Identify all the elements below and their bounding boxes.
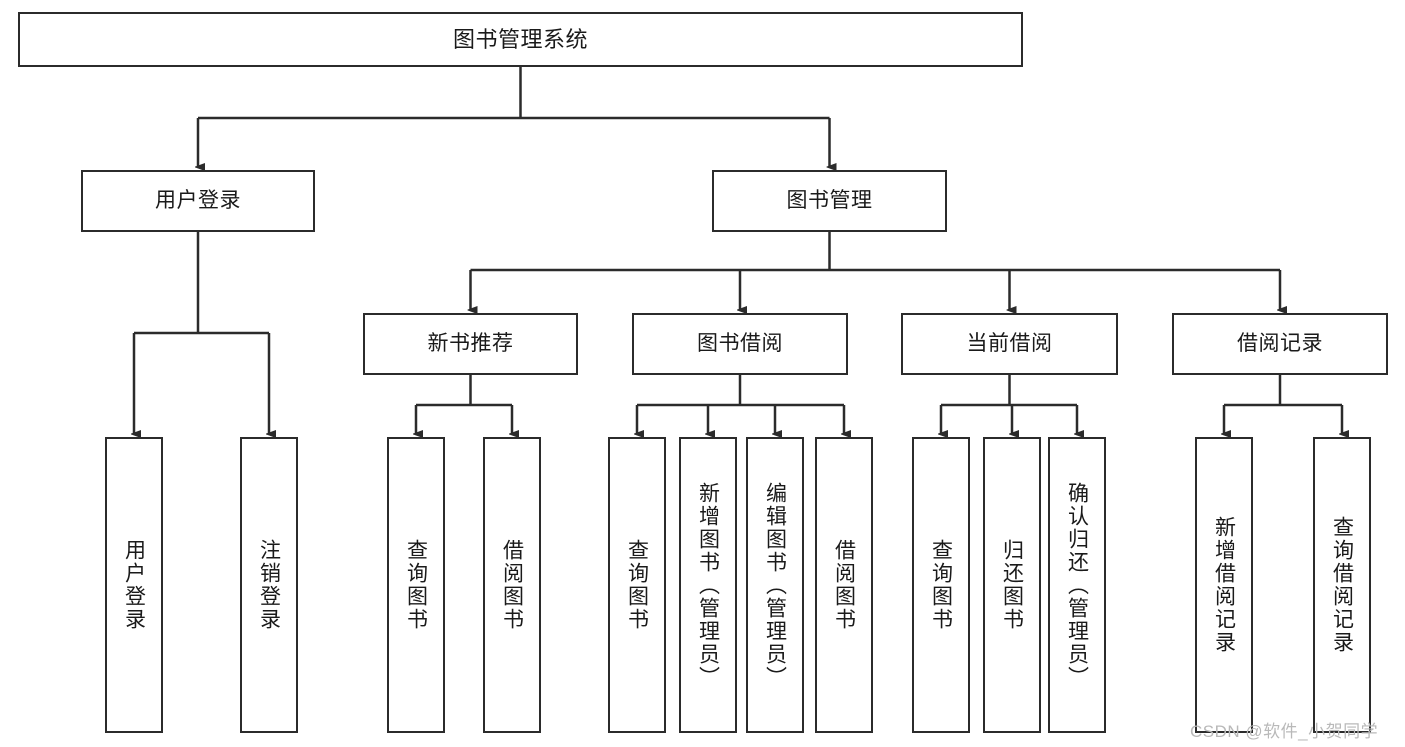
node-leaf-logout[interactable]: 注销登录 (240, 437, 298, 733)
node-label-new-book-rec: 新书推荐 (427, 331, 514, 355)
node-label-leaf-add-record: 新增借阅记录 (1212, 516, 1236, 654)
node-label-user-login: 用户登录 (155, 188, 241, 212)
node-label-leaf-add-book: 新增图书（管理员） (696, 481, 720, 689)
node-label-book-manage: 图书管理 (786, 188, 873, 212)
node-label-leaf-edit-book: 编辑图书（管理员） (763, 481, 787, 689)
node-label-leaf-logout: 注销登录 (257, 539, 281, 631)
node-label-book-borrow: 图书借阅 (697, 331, 783, 355)
node-label-leaf-query-2: 查询图书 (625, 539, 649, 631)
edge-group (134, 67, 1342, 434)
node-label-leaf-borrow-1: 借阅图书 (500, 539, 524, 631)
node-label-root: 图书管理系统 (452, 26, 588, 52)
node-user-login[interactable]: 用户登录 (81, 170, 315, 232)
node-root[interactable]: 图书管理系统 (18, 12, 1023, 67)
node-label-borrow-record: 借阅记录 (1237, 331, 1323, 355)
node-leaf-borrow-2[interactable]: 借阅图书 (815, 437, 873, 733)
node-label-leaf-query-1: 查询图书 (404, 539, 428, 631)
node-leaf-add-record[interactable]: 新增借阅记录 (1195, 437, 1253, 733)
node-leaf-confirm[interactable]: 确认归还（管理员） (1048, 437, 1106, 733)
node-leaf-add-book[interactable]: 新增图书（管理员） (679, 437, 737, 733)
node-label-leaf-confirm: 确认归还（管理员） (1065, 481, 1089, 689)
node-book-manage[interactable]: 图书管理 (712, 170, 947, 232)
node-label-leaf-borrow-2: 借阅图书 (832, 539, 856, 631)
node-leaf-query-2[interactable]: 查询图书 (608, 437, 666, 733)
node-leaf-borrow-1[interactable]: 借阅图书 (483, 437, 541, 733)
node-new-book-rec[interactable]: 新书推荐 (363, 313, 578, 375)
node-leaf-edit-book[interactable]: 编辑图书（管理员） (746, 437, 804, 733)
node-label-leaf-query-3: 查询图书 (929, 539, 953, 631)
node-book-borrow[interactable]: 图书借阅 (632, 313, 848, 375)
node-leaf-return[interactable]: 归还图书 (983, 437, 1041, 733)
node-current-borrow[interactable]: 当前借阅 (901, 313, 1118, 375)
node-leaf-query-1[interactable]: 查询图书 (387, 437, 445, 733)
node-leaf-query-rec[interactable]: 查询借阅记录 (1313, 437, 1371, 733)
node-borrow-record[interactable]: 借阅记录 (1172, 313, 1388, 375)
node-leaf-query-3[interactable]: 查询图书 (912, 437, 970, 733)
node-label-leaf-return: 归还图书 (1000, 539, 1024, 631)
node-label-current-borrow: 当前借阅 (966, 331, 1053, 355)
node-label-leaf-query-rec: 查询借阅记录 (1330, 516, 1354, 654)
node-leaf-user-login[interactable]: 用户登录 (105, 437, 163, 733)
node-label-leaf-user-login: 用户登录 (122, 539, 146, 631)
